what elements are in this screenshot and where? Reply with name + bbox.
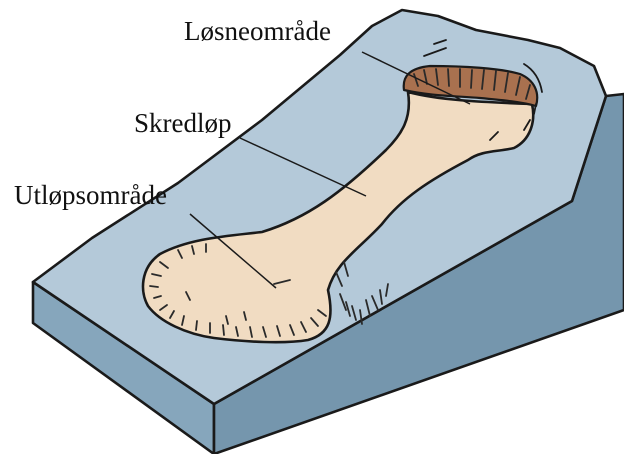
runout-area-label: Utløpsområde	[14, 180, 167, 210]
release-area-label: Løsneområde	[184, 16, 331, 46]
slide-track-label: Skredløp	[134, 108, 232, 138]
